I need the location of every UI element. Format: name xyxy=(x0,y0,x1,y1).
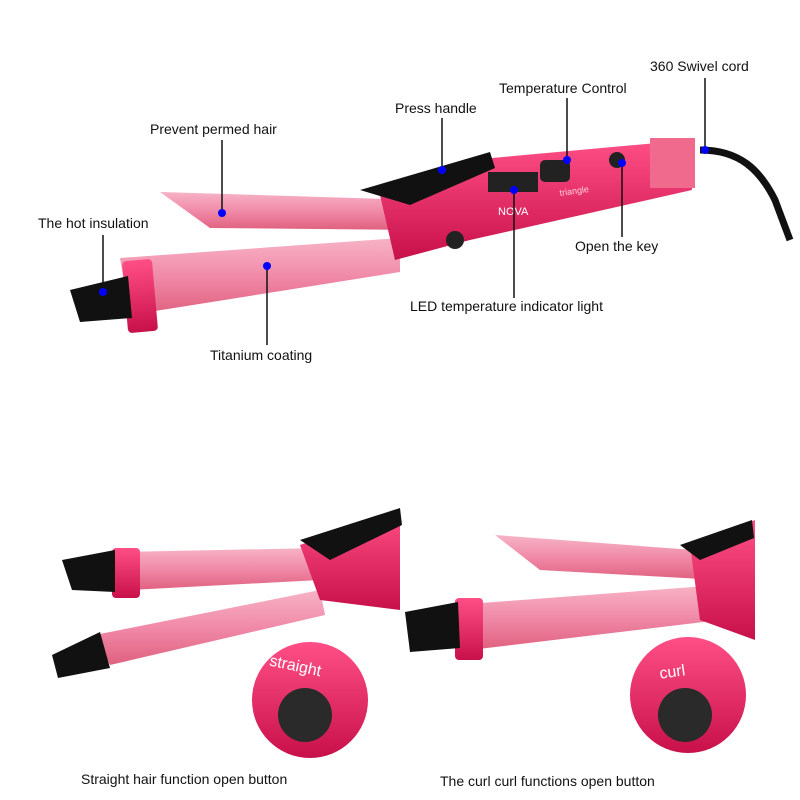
caption-curl: The curl curl functions open button xyxy=(440,773,655,789)
label-hot-insulation: The hot insulation xyxy=(38,215,149,231)
press-handle xyxy=(360,152,495,205)
swivel-collar xyxy=(650,138,695,188)
label-led-indicator: LED temperature indicator light xyxy=(410,298,603,314)
label-press-handle: Press handle xyxy=(395,100,477,116)
cord xyxy=(699,146,794,242)
caption-straight: Straight hair function open button xyxy=(81,771,288,787)
label-open-key: Open the key xyxy=(575,238,659,254)
barrel xyxy=(120,238,400,315)
temp-buttons xyxy=(540,160,570,182)
straight-mode-view: straight xyxy=(52,508,402,758)
curl-button-label: curl xyxy=(658,662,686,682)
label-swivel-cord: 360 Swivel cord xyxy=(650,58,749,74)
insulated-tip xyxy=(70,276,132,322)
leader-lines xyxy=(102,78,706,345)
mode-button xyxy=(446,231,464,249)
marker-dots xyxy=(99,146,709,296)
upper-plate xyxy=(160,192,420,230)
label-temperature-control: Temperature Control xyxy=(499,80,627,96)
label-prevent-permed-hair: Prevent permed hair xyxy=(150,121,277,137)
model-text: triangle xyxy=(559,184,590,198)
label-titanium-coating: Titanium coating xyxy=(210,347,313,363)
led-panel xyxy=(488,172,538,192)
main-curler: NOVA triangle xyxy=(70,138,794,333)
curl-mode-view: curl xyxy=(405,520,755,753)
